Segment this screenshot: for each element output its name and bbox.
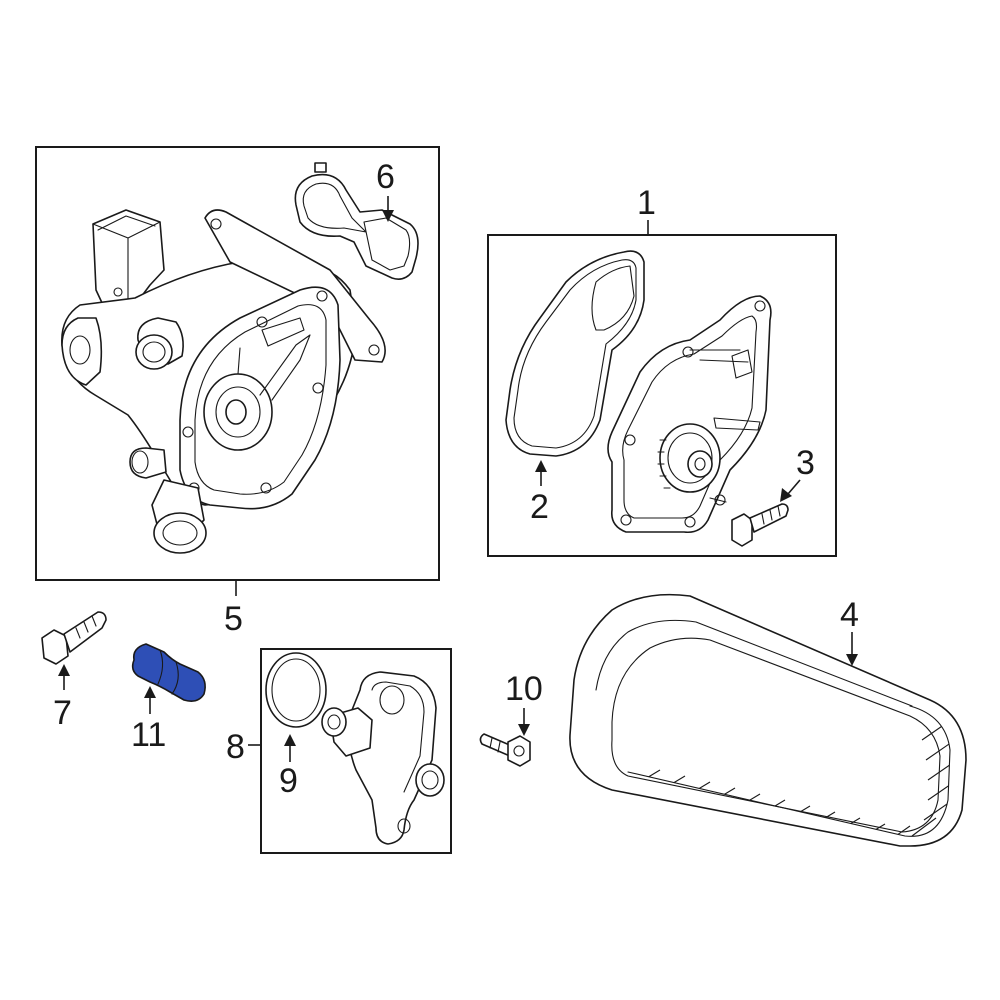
callout-3: 3 [796, 444, 815, 482]
callout-4: 4 [840, 596, 859, 634]
callout-7: 7 [53, 694, 72, 732]
callout-11: 11 [131, 716, 166, 754]
thermostat-part[interactable] [321, 671, 445, 845]
coolant-hose-part-11[interactable] [131, 643, 206, 702]
callout-8: 8 [226, 728, 245, 766]
bolt-part-10[interactable] [479, 733, 531, 767]
group-box-1 [487, 234, 837, 557]
hose-body [131, 643, 206, 702]
drive-belt-part-4[interactable] [569, 593, 967, 847]
callout-1: 1 [637, 184, 656, 222]
water-pump-part[interactable] [607, 295, 772, 534]
bolt-part-3[interactable] [731, 503, 789, 547]
callout-2: 2 [530, 488, 549, 526]
group-box-8 [260, 648, 452, 854]
callout-9: 9 [279, 762, 298, 800]
gasket-part-6[interactable] [294, 162, 419, 280]
callout-10: 10 [505, 670, 543, 708]
thermostat-housing-part[interactable] [61, 209, 386, 554]
pump-gasket-part-2[interactable] [505, 250, 645, 457]
group-box-5 [35, 146, 440, 581]
o-ring-part-9[interactable] [265, 652, 327, 728]
callout-6: 6 [376, 158, 395, 196]
bolt-part-7[interactable] [41, 611, 107, 665]
callout-5: 5 [224, 600, 243, 638]
